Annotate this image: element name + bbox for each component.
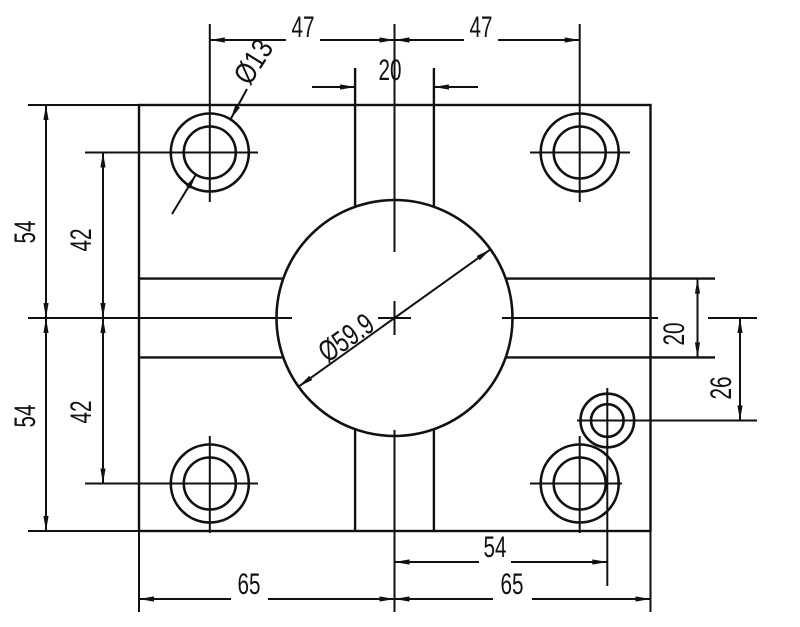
dim-20-slot-width: 20	[379, 54, 402, 87]
dim-54-left-upper: 54	[9, 221, 42, 244]
corner-hole-top-right	[530, 24, 630, 202]
dim-20-slot-height: 20	[658, 323, 691, 346]
corner-hole-bottom-right	[530, 436, 622, 533]
dim-54-aux-hole-offset: 54	[484, 531, 507, 564]
dim-line-bore-diameter	[298, 248, 491, 388]
dim-65-bottom-right: 65	[501, 568, 524, 601]
corner-hole-top-left	[85, 24, 258, 202]
dim-42-left-lower: 42	[65, 401, 98, 424]
dim-47-top-right: 47	[470, 11, 493, 44]
aux-hole	[577, 388, 757, 586]
dimension-labels: 47 47 20 54 42 54 42 20 26 54 65 65 Ø13 …	[9, 11, 738, 601]
dim-26-aux-hole-offset: 26	[705, 377, 738, 400]
dim-47-top-left: 47	[292, 11, 315, 44]
label-corner-hole-diameter: Ø13	[228, 34, 280, 90]
leader-hole-diameter	[171, 173, 197, 215]
dimension-lines	[43, 37, 743, 602]
corner-hole-bottom-left	[85, 436, 258, 533]
dim-54-left-lower: 54	[9, 405, 42, 428]
dim-42-left-upper: 42	[65, 229, 98, 252]
label-center-bore-diameter: Ø59.9	[312, 307, 380, 369]
leader-hole-diameter	[229, 88, 248, 120]
dim-65-bottom-left: 65	[238, 568, 261, 601]
centerlines	[28, 24, 658, 612]
